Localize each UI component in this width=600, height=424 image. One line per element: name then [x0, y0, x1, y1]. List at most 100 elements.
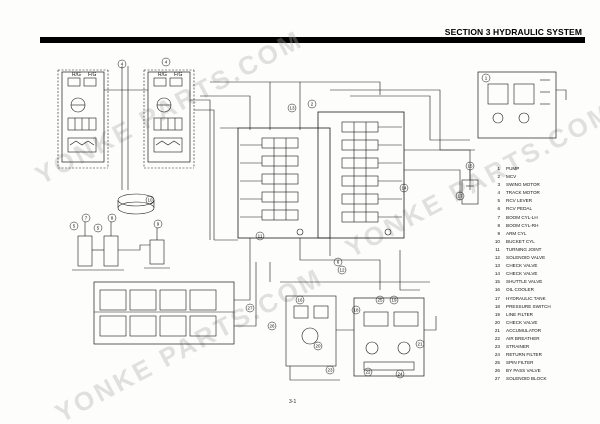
callout-number: 22 — [365, 370, 371, 375]
callout-bubble: 13 — [287, 103, 297, 113]
callout-number: 19 — [391, 298, 397, 303]
main-control-valve — [237, 111, 405, 239]
callout-bubble: 16 — [295, 295, 305, 305]
legend-number: 5 — [497, 198, 500, 204]
callout-number: 25 — [377, 298, 383, 303]
legend-number: 1 — [497, 166, 500, 171]
callout-number: 10 — [147, 198, 153, 203]
legend-number: 14 — [494, 271, 500, 277]
callout-bubble: 5 — [69, 221, 79, 231]
callout-number: 4 — [121, 62, 124, 67]
callout-bubble: 19 — [389, 295, 399, 305]
legend-row: 22 AIR BREATHER — [492, 335, 592, 343]
callout-number: 16 — [297, 298, 303, 303]
callout-bubble: 22 — [363, 367, 373, 377]
callout-bubble: 23 — [325, 365, 335, 375]
legend-number: 18 — [494, 303, 500, 309]
legend-label: SOLENOID VALVE — [506, 255, 546, 261]
rcv-lever-block — [93, 262, 257, 345]
callout-bubble: 17 — [455, 191, 465, 201]
legend-label: ACCUMULATOR — [506, 327, 542, 333]
callout-bubble: 20 — [313, 341, 323, 351]
callout-bubble: 2 — [307, 99, 317, 109]
callout-number: 26 — [269, 324, 275, 329]
legend-number: 9 — [497, 230, 500, 236]
legend-number: 4 — [497, 190, 500, 196]
legend-number: 8 — [497, 222, 500, 228]
motor-label-left-a: R/G — [72, 72, 81, 78]
callout-bubble: 15 — [465, 161, 475, 171]
track-motor-right — [143, 69, 195, 169]
legend-row: 21 ACCUMULATOR — [492, 327, 592, 335]
legend-label: AIR BREATHER — [506, 335, 540, 341]
legend-number: 6 — [497, 206, 500, 212]
callout-bubble: 1 — [481, 73, 491, 83]
legend-row: 16 OIL COOLER — [492, 286, 592, 294]
legend-label: CHECK VALVE — [506, 319, 538, 325]
tank-and-filters — [269, 262, 437, 381]
motor-label-right-b: F/G — [174, 72, 182, 78]
boom-cylinder-group — [477, 71, 567, 139]
callout-bubble: 27 — [245, 303, 255, 313]
legend-number: 27 — [494, 376, 500, 382]
legend-row: 18 PRESSURE SWITCH — [492, 303, 592, 311]
callout-number: 1 — [485, 76, 488, 81]
legend-label: BOOM CYL-LH — [506, 214, 538, 220]
legend-number: 3 — [497, 182, 500, 188]
callout-number: 14 — [401, 186, 407, 191]
legend-label: PRESSURE SWITCH — [506, 303, 551, 309]
legend-number: 16 — [494, 287, 500, 293]
callout-number: 4 — [165, 60, 168, 65]
legend-label: SPIN FILTER — [506, 360, 534, 366]
legend-number: 13 — [494, 263, 500, 269]
legend-number: 19 — [494, 311, 500, 317]
legend-number: 23 — [494, 344, 500, 350]
callout-bubble: 12 — [337, 265, 347, 275]
legend-number: 25 — [494, 360, 500, 366]
legend-row: 25 SPIN FILTER — [492, 359, 592, 367]
legend-number: 11 — [495, 246, 500, 252]
legend-label: HYDRAULIC TANK — [506, 295, 546, 301]
legend-number: 24 — [494, 352, 500, 358]
callout-number: 21 — [417, 342, 423, 347]
legend-label: BUCKET CYL — [506, 238, 535, 244]
callout-number: 5 — [73, 224, 76, 229]
callout-number: 18 — [353, 308, 359, 313]
callout-number: 24 — [397, 372, 403, 377]
callout-bubble: 18 — [351, 305, 361, 315]
legend-label: MCV — [506, 174, 517, 180]
callout-bubble: 4 — [161, 57, 171, 67]
callout-number: 11 — [258, 234, 263, 239]
callout-bubble: 14 — [399, 183, 409, 193]
bucket-cylinder — [461, 170, 479, 205]
legend-label: OIL COOLER — [506, 287, 534, 293]
header-rule — [40, 37, 585, 43]
legend-label: RETURN FILTER — [506, 352, 542, 358]
callout-bubble: 5 — [93, 223, 103, 233]
callout-number: 15 — [467, 164, 473, 169]
legend-label: SHUTTLE VALVE — [506, 279, 543, 285]
legend-label: LINE FILTER — [506, 311, 533, 317]
arm-cylinders — [72, 222, 170, 271]
legend-number: 22 — [494, 335, 500, 341]
callout-bubble: 8 — [107, 213, 117, 223]
legend-number: 21 — [494, 327, 500, 333]
callout-number: 20 — [315, 344, 321, 349]
